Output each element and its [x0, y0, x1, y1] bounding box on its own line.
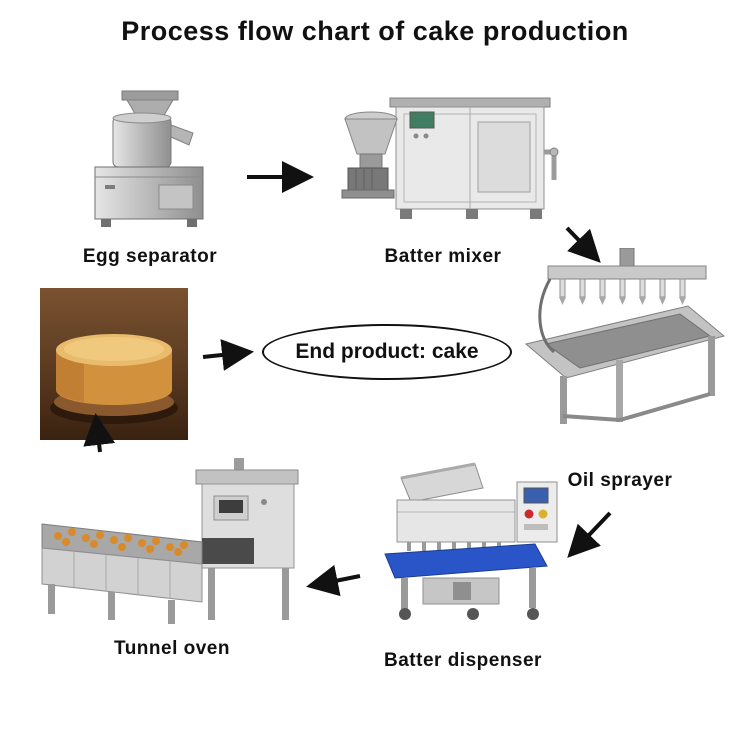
- batter-mixer-label: Batter mixer: [384, 246, 502, 267]
- tunnel-oven-image: [38, 452, 312, 628]
- oil-sprayer-image: [520, 248, 732, 435]
- end-product-label: End product: cake: [295, 340, 479, 363]
- batter-dispenser-icon: [384, 462, 558, 620]
- arrow-batter-dispenser-to-tunnel-oven-icon: [306, 564, 361, 597]
- batter-mixer-icon: [341, 97, 559, 219]
- tunnel-oven-label: Tunnel oven: [114, 638, 230, 659]
- oil-sprayer-icon: [524, 248, 726, 424]
- oil-sprayer-label: Oil sprayer: [567, 470, 673, 491]
- batter-dispenser-label: Batter dispenser: [384, 650, 542, 671]
- arrow-cake-to-end-product-icon: [202, 339, 254, 371]
- cake-image: [40, 288, 188, 440]
- egg-separator-image: [75, 85, 225, 235]
- egg-separator-label: Egg separator: [82, 246, 218, 267]
- egg-separator-icon: [94, 90, 204, 227]
- cake-icon: [50, 334, 178, 424]
- arrow-oil-sprayer-to-batter-dispenser-icon: [567, 511, 612, 558]
- tunnel-oven-icon: [41, 458, 299, 624]
- page-title: Process flow chart of cake production: [121, 16, 629, 46]
- batter-mixer-image: [338, 92, 560, 225]
- batter-dispenser-image: [383, 458, 563, 622]
- end-product-node: End product: cake: [262, 324, 512, 380]
